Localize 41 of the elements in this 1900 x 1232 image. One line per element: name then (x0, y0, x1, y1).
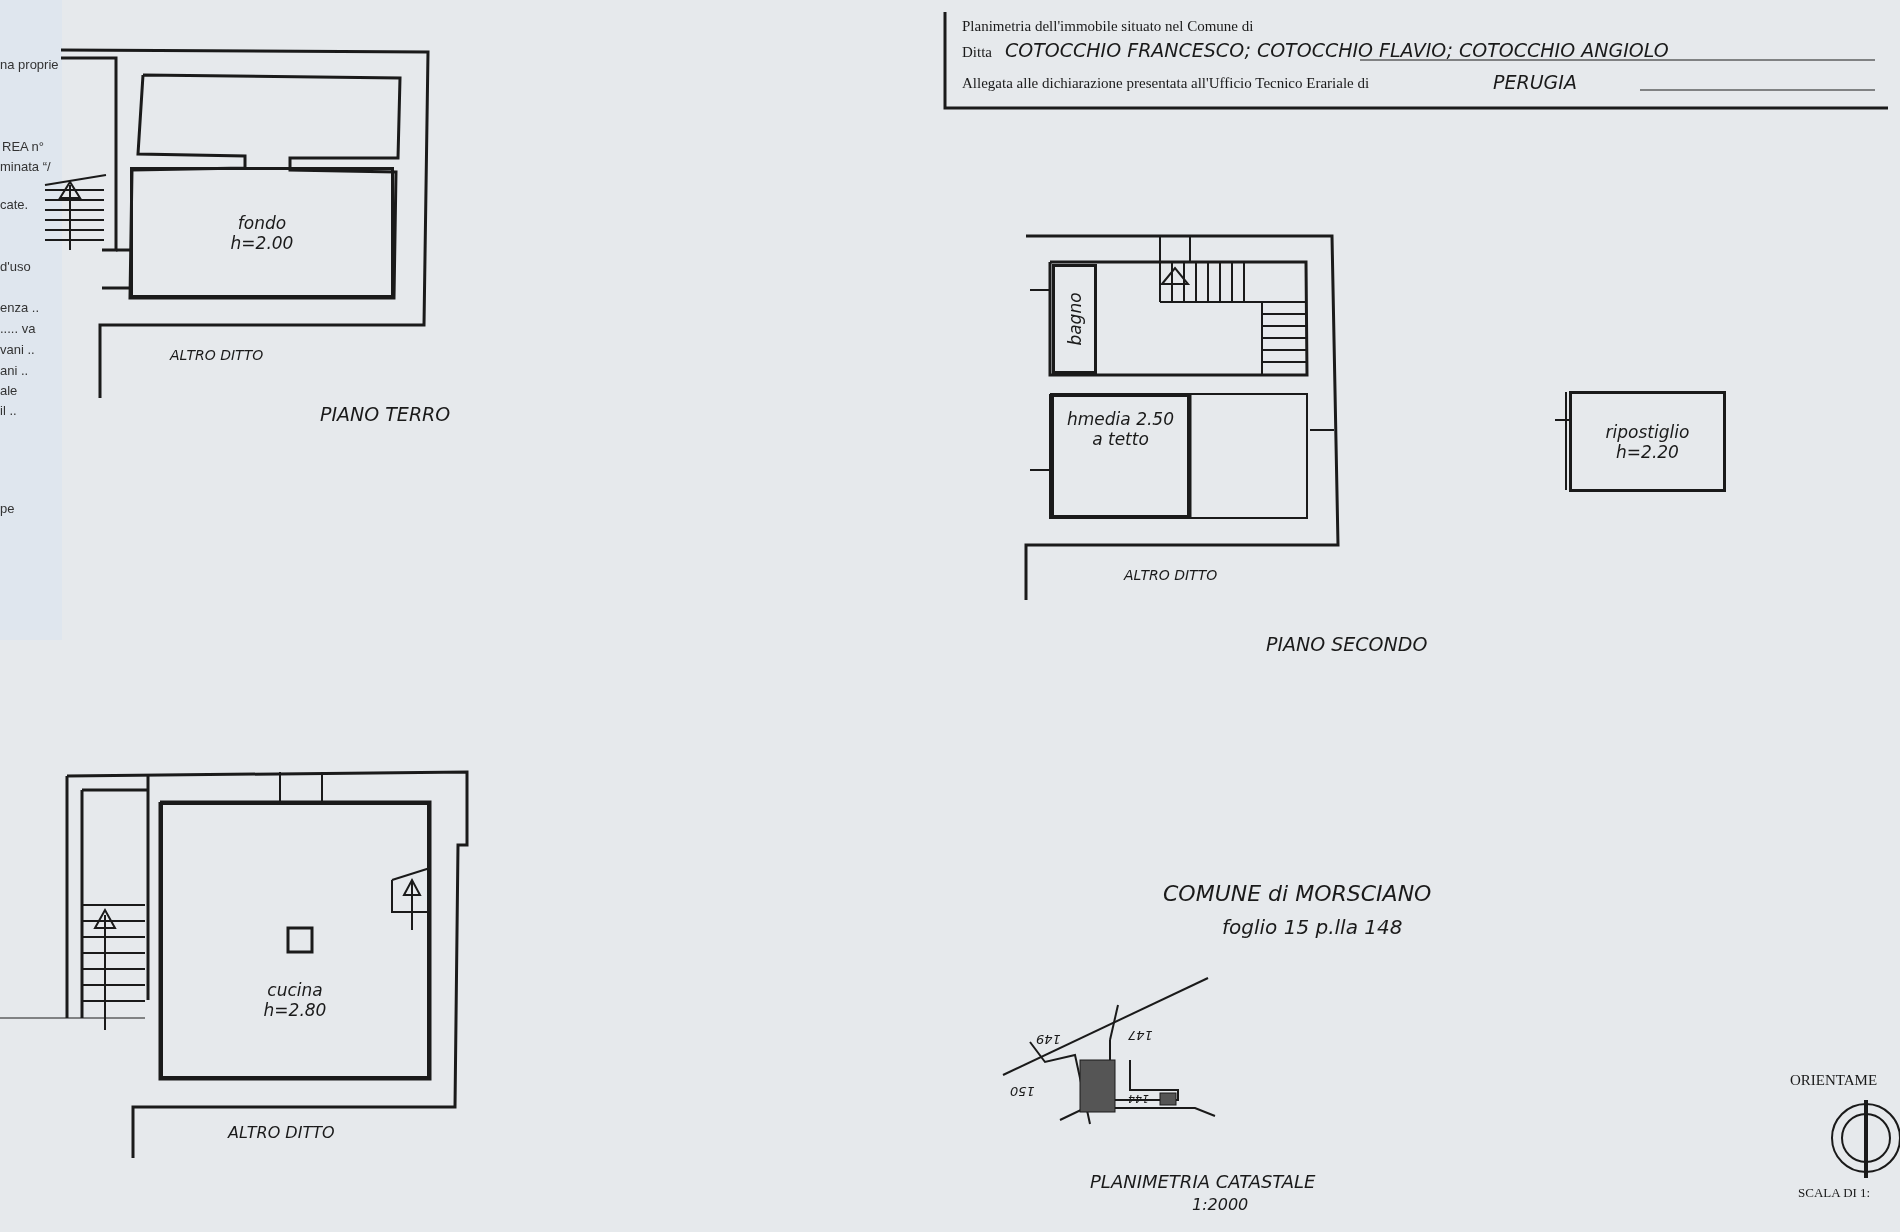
room-outline (160, 802, 430, 1079)
form-text-fragment: minata “/ (0, 160, 51, 175)
form-text-fragment: na proprie (0, 58, 59, 73)
neighbour-note: ALTRO DITTO (170, 348, 264, 364)
room-outline (1051, 394, 1190, 518)
parcel-number: 147 (1128, 1028, 1153, 1043)
map-title: PLANIMETRIA CATASTALE (1090, 1172, 1316, 1192)
room-label: bagno (1064, 292, 1085, 346)
neighbour-note: ALTRO DITTO (1124, 568, 1218, 584)
scale-note: 1:2000 (1192, 1196, 1249, 1214)
form-text-fragment: cate. (0, 198, 29, 213)
parcel-number: 149 (1036, 1032, 1061, 1047)
room-label: fondo h=2.00 (229, 212, 295, 253)
parcel-number: 150 (1010, 1084, 1035, 1099)
room-outline (1569, 391, 1726, 492)
form-text: Planimetria dell'immobile situato nel Comune di (962, 18, 1254, 35)
room-label: hmedia 2.50 a tetto (1066, 409, 1175, 449)
form-text-fragment: ani .. (0, 364, 29, 379)
room-label: cucina h=2.80 (262, 980, 328, 1020)
floor-title: PIANO SECONDO (1266, 634, 1428, 655)
form-text-fragment: enza .. (0, 301, 40, 316)
handwritten-entry: PERUGIA (1493, 72, 1577, 93)
scale-note: SCALA DI 1: (1798, 1186, 1871, 1201)
room-label: ripostiglio h=2.20 (1604, 421, 1691, 462)
municipality-note: COMUNE di MORSCIANO (1163, 882, 1432, 907)
neighbour-note: ALTRO DITTO (228, 1124, 335, 1142)
form-text-fragment: ..... va (0, 322, 36, 337)
form-text-fragment: d'uso (0, 260, 31, 275)
form-text-fragment: REA n° (2, 140, 45, 155)
form-text-fragment: il .. (0, 404, 17, 419)
room-outline (130, 167, 394, 298)
room-outline (1052, 264, 1097, 374)
owner-names: COTOCCHIO FRANCESCO; COTOCCHIO FLAVIO; COTOCCHIO ANGIOLO (1005, 40, 1669, 61)
form-text-fragment: vani .. (0, 343, 35, 358)
floor-title: PIANO TERRO (320, 404, 451, 425)
form-text-fragment: pe (0, 502, 15, 517)
parcel-reference: foglio 15 p.lla 148 (1222, 916, 1403, 938)
form-text: Ditta (962, 44, 992, 61)
form-text: Allegata alle dichiarazione presentata all'Ufficio Tecnico Erariale di (962, 75, 1370, 92)
form-text-fragment: ale (0, 384, 18, 399)
orientation-heading: ORIENTAME (1790, 1072, 1878, 1089)
